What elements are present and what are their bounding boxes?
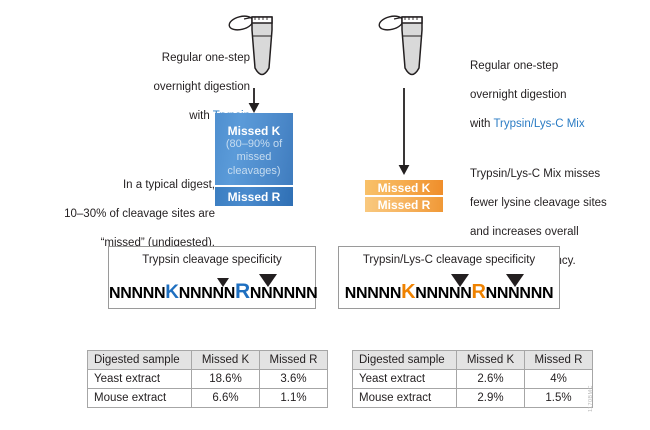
right-th-missed-k: Missed K [456, 350, 525, 370]
left-missed-r-label: Missed R [227, 189, 281, 204]
right-sequence: NNNNNKNNNNNRNNNNNN [339, 281, 559, 304]
left-residue-r: R [234, 280, 250, 303]
left-sequence: NNNNNKNNNNNRNNNNNN [109, 280, 318, 304]
left-row-0-sample: Yeast extract [87, 369, 192, 389]
right-seq-segment-2: NNNNN [415, 285, 472, 302]
left-table-header-row: Digested sample Missed K Missed R [87, 350, 328, 370]
right-residue-r: R [471, 281, 486, 303]
left-th-sample: Digested sample [87, 350, 192, 370]
left-row-0-missed-k: 18.6% [191, 369, 260, 389]
right-cleavage-triangle-r-icon [506, 274, 524, 287]
left-row-0-missed-r: 3.6% [259, 369, 328, 389]
right-method-with-label: with [470, 117, 494, 130]
right-row-1-sample: Mouse extract [352, 388, 457, 408]
right-row-1-missed-r: 1.5% [524, 388, 593, 408]
left-method-with-label: with [189, 109, 213, 122]
left-seq-segment-2: NNNNN [178, 285, 236, 302]
right-method-line-1: Regular one-step [470, 59, 559, 72]
left-row-1-sample: Mouse extract [87, 388, 192, 408]
left-cleavage-triangle-r-icon [259, 274, 277, 287]
right-row-1-missed-k: 2.9% [456, 388, 525, 408]
right-spec-title: Trypsin/Lys-C cleavage specificity [362, 254, 536, 266]
microcentrifuge-tube-icon [228, 10, 274, 88]
right-seq-segment-3: NNNNNN [485, 285, 554, 302]
left-missed-k-sub-line-2: missed cleavages) [227, 151, 281, 177]
right-cleavage-specificity-panel: Trypsin/Lys-C cleavage specificity NNNNN… [338, 246, 560, 309]
right-missed-k-label: Missed K [377, 180, 431, 195]
left-results-table: Digested sample Missed K Missed R Yeast … [87, 350, 328, 408]
right-results-table: Digested sample Missed K Missed R Yeast … [352, 350, 593, 408]
left-row-1-missed-r: 1.1% [259, 388, 328, 408]
right-method-description: Regular one-step overnight digestion wit… [470, 44, 650, 146]
right-enzyme-name: Trypsin/Lys-C Mix [493, 117, 585, 130]
left-row-1-missed-k: 6.6% [191, 388, 260, 408]
microcentrifuge-tube-icon [378, 10, 424, 88]
right-missed-r-label: Missed R [377, 197, 431, 212]
table-row: Mouse extract 6.6% 1.1% [87, 388, 328, 408]
right-th-sample: Digested sample [352, 350, 457, 370]
left-missed-k-box: Missed K (80–90% of missed cleavages) [215, 113, 293, 185]
left-caption-line-1: In a typical digest, [122, 178, 215, 191]
table-row: Yeast extract 18.6% 3.6% [87, 369, 328, 389]
left-sequence-graphic: NNNNNKNNNNNRNNNNNN [109, 274, 318, 306]
left-caption-line-3: “missed” (undigested). [100, 236, 215, 249]
table-row: Mouse extract 2.9% 1.5% [352, 388, 593, 408]
left-caption: In a typical digest, 10–30% of cleavage … [40, 163, 215, 265]
left-cleavage-triangle-k-icon [217, 278, 229, 287]
right-sequence-graphic: NNNNNKNNNNNRNNNNNN [339, 274, 559, 306]
right-caption-line-1: Trypsin/Lys-C Mix misses [470, 167, 601, 180]
left-seq-segment-3: NNNNNN [249, 285, 318, 302]
right-caption-line-3: and increases overall [470, 225, 579, 238]
left-missed-r-box: Missed R [215, 187, 293, 206]
left-seq-segment-1: NNNNN [109, 285, 166, 302]
right-table-header-row: Digested sample Missed K Missed R [352, 350, 593, 370]
left-missed-k-label: Missed K [227, 123, 281, 138]
right-method-line-3: with Trypsin/Lys-C Mix [470, 117, 650, 132]
right-seq-segment-1: NNNNN [344, 285, 402, 302]
right-missed-cleavage-boxes: Missed K Missed R [365, 180, 443, 212]
right-missed-k-box: Missed K [365, 180, 443, 195]
left-down-arrow-icon [246, 88, 262, 114]
right-residue-k: K [401, 281, 416, 303]
right-row-0-sample: Yeast extract [352, 369, 457, 389]
left-th-missed-k: Missed K [191, 350, 260, 370]
right-cleavage-triangle-k-icon [451, 274, 469, 287]
right-th-missed-r: Missed R [524, 350, 593, 370]
left-method-line-1: Regular one-step [161, 51, 250, 64]
left-missed-cleavage-boxes: Missed K (80–90% of missed cleavages) Mi… [215, 113, 293, 206]
left-cleavage-specificity-panel: Trypsin cleavage specificity NNNNNKNNNNN… [108, 246, 318, 309]
table-row: Yeast extract 2.6% 4% [352, 369, 593, 389]
left-caption-line-2: 10–30% of cleavage sites are [64, 207, 215, 220]
right-row-0-missed-r: 4% [524, 369, 593, 389]
left-method-line-2: overnight digestion [153, 80, 250, 93]
left-th-missed-r: Missed R [259, 350, 328, 370]
left-spec-title: Trypsin cleavage specificity [142, 254, 282, 266]
right-method-line-2: overnight digestion [470, 88, 567, 101]
right-down-arrow-icon [396, 88, 412, 176]
watermark-code: 1170BMC [588, 385, 594, 412]
right-missed-r-box: Missed R [365, 197, 443, 212]
left-residue-k: K [165, 282, 179, 303]
right-caption-line-2: fewer lysine cleavage sites [470, 196, 607, 209]
left-missed-k-sub-line-1: (80–90% of [225, 137, 283, 150]
right-row-0-missed-k: 2.6% [456, 369, 525, 389]
